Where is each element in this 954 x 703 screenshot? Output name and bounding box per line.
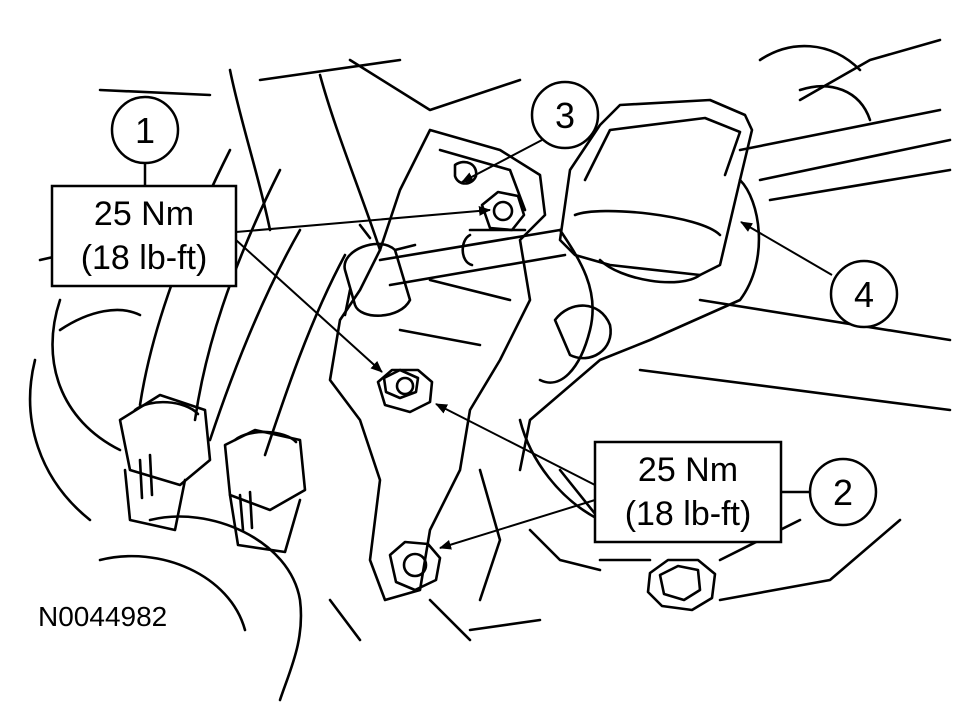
- callout-3-number: 3: [555, 95, 575, 136]
- callout-2-circle: [808, 457, 878, 527]
- engine-line-art: [28, 38, 952, 702]
- callout-2: 25 Nm (18 lb-ft) 2: [435, 403, 878, 550]
- leader-3: [461, 139, 543, 183]
- callout-4-number: 4: [854, 274, 874, 315]
- figure-id: N0044982: [38, 601, 167, 632]
- callout-4-circle: [829, 259, 899, 329]
- callout-1: 1 25 Nm (18 lb-ft): [50, 95, 491, 373]
- torque-2-lbft: (18 lb-ft): [625, 495, 752, 533]
- leader-1a: [235, 205, 491, 233]
- leader-1b: [235, 239, 383, 373]
- leader-2a: [435, 403, 596, 486]
- leader-4: [740, 221, 833, 276]
- callout-2-number: 2: [833, 472, 853, 513]
- torque-1-lbft: (18 lb-ft): [81, 239, 208, 277]
- torque-box-1: [50, 184, 238, 288]
- callout-4: 4: [740, 221, 899, 329]
- callout-3-circle: [530, 80, 600, 150]
- callout-3: 3: [461, 80, 600, 183]
- torque-1-nm: 25 Nm: [94, 195, 194, 233]
- leader-2b: [439, 499, 596, 550]
- callout-1-number: 1: [135, 110, 155, 151]
- torque-2-nm: 25 Nm: [638, 451, 738, 489]
